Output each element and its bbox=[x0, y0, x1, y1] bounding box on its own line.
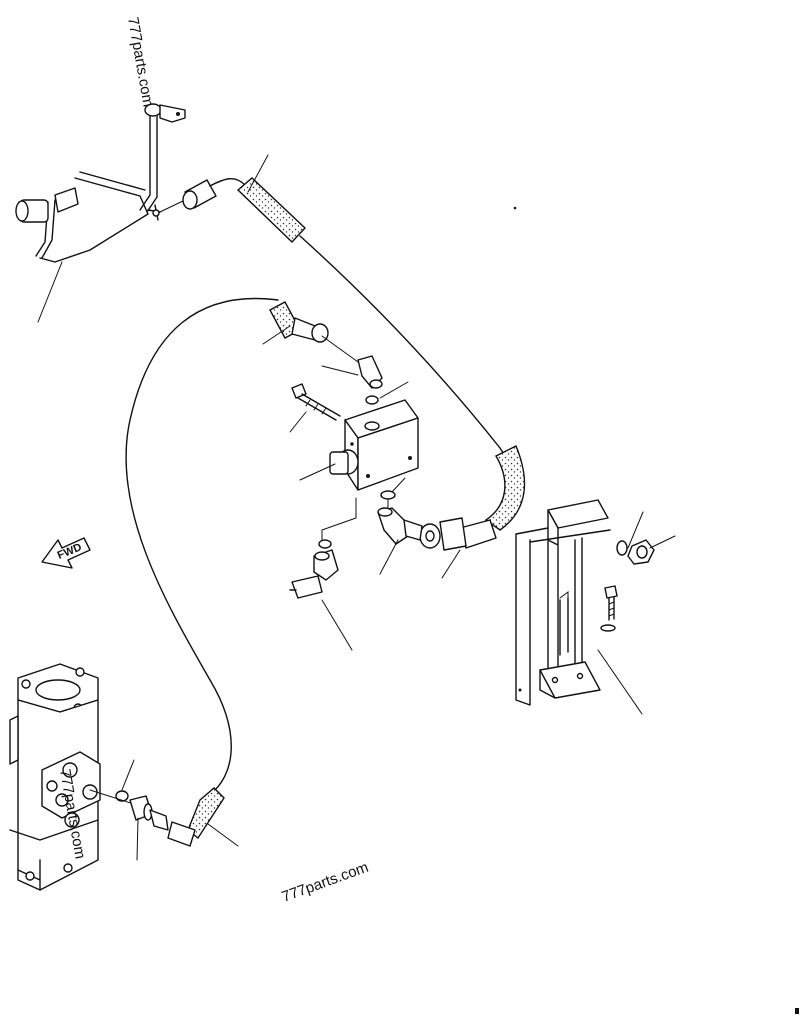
stray-dot bbox=[518, 688, 522, 692]
elbow-fitting-left bbox=[289, 497, 357, 599]
stray-dot bbox=[513, 206, 517, 210]
bracket-bolt bbox=[604, 585, 618, 621]
corner-mark bbox=[795, 1008, 799, 1014]
elbow-fitting-lower bbox=[377, 499, 423, 545]
elbow-fitting-top bbox=[321, 335, 383, 405]
bracket-nut bbox=[627, 539, 655, 565]
adapter-fitting bbox=[89, 789, 169, 831]
mounting-bracket bbox=[515, 499, 611, 706]
long-loop-hose bbox=[125, 297, 329, 847]
valve-block bbox=[329, 399, 419, 491]
leader-lines bbox=[37, 154, 676, 861]
steering-unit bbox=[9, 663, 101, 891]
o-ring-set bbox=[115, 490, 628, 802]
rigid-pipe-assembly bbox=[15, 103, 186, 263]
upper-hose bbox=[182, 177, 526, 551]
watermark-vertical: 777parts.com bbox=[124, 16, 157, 108]
forward-direction-indicator: FWD bbox=[41, 537, 91, 569]
bolt bbox=[291, 383, 341, 421]
watermark-bottom: 777parts.com bbox=[280, 859, 371, 906]
